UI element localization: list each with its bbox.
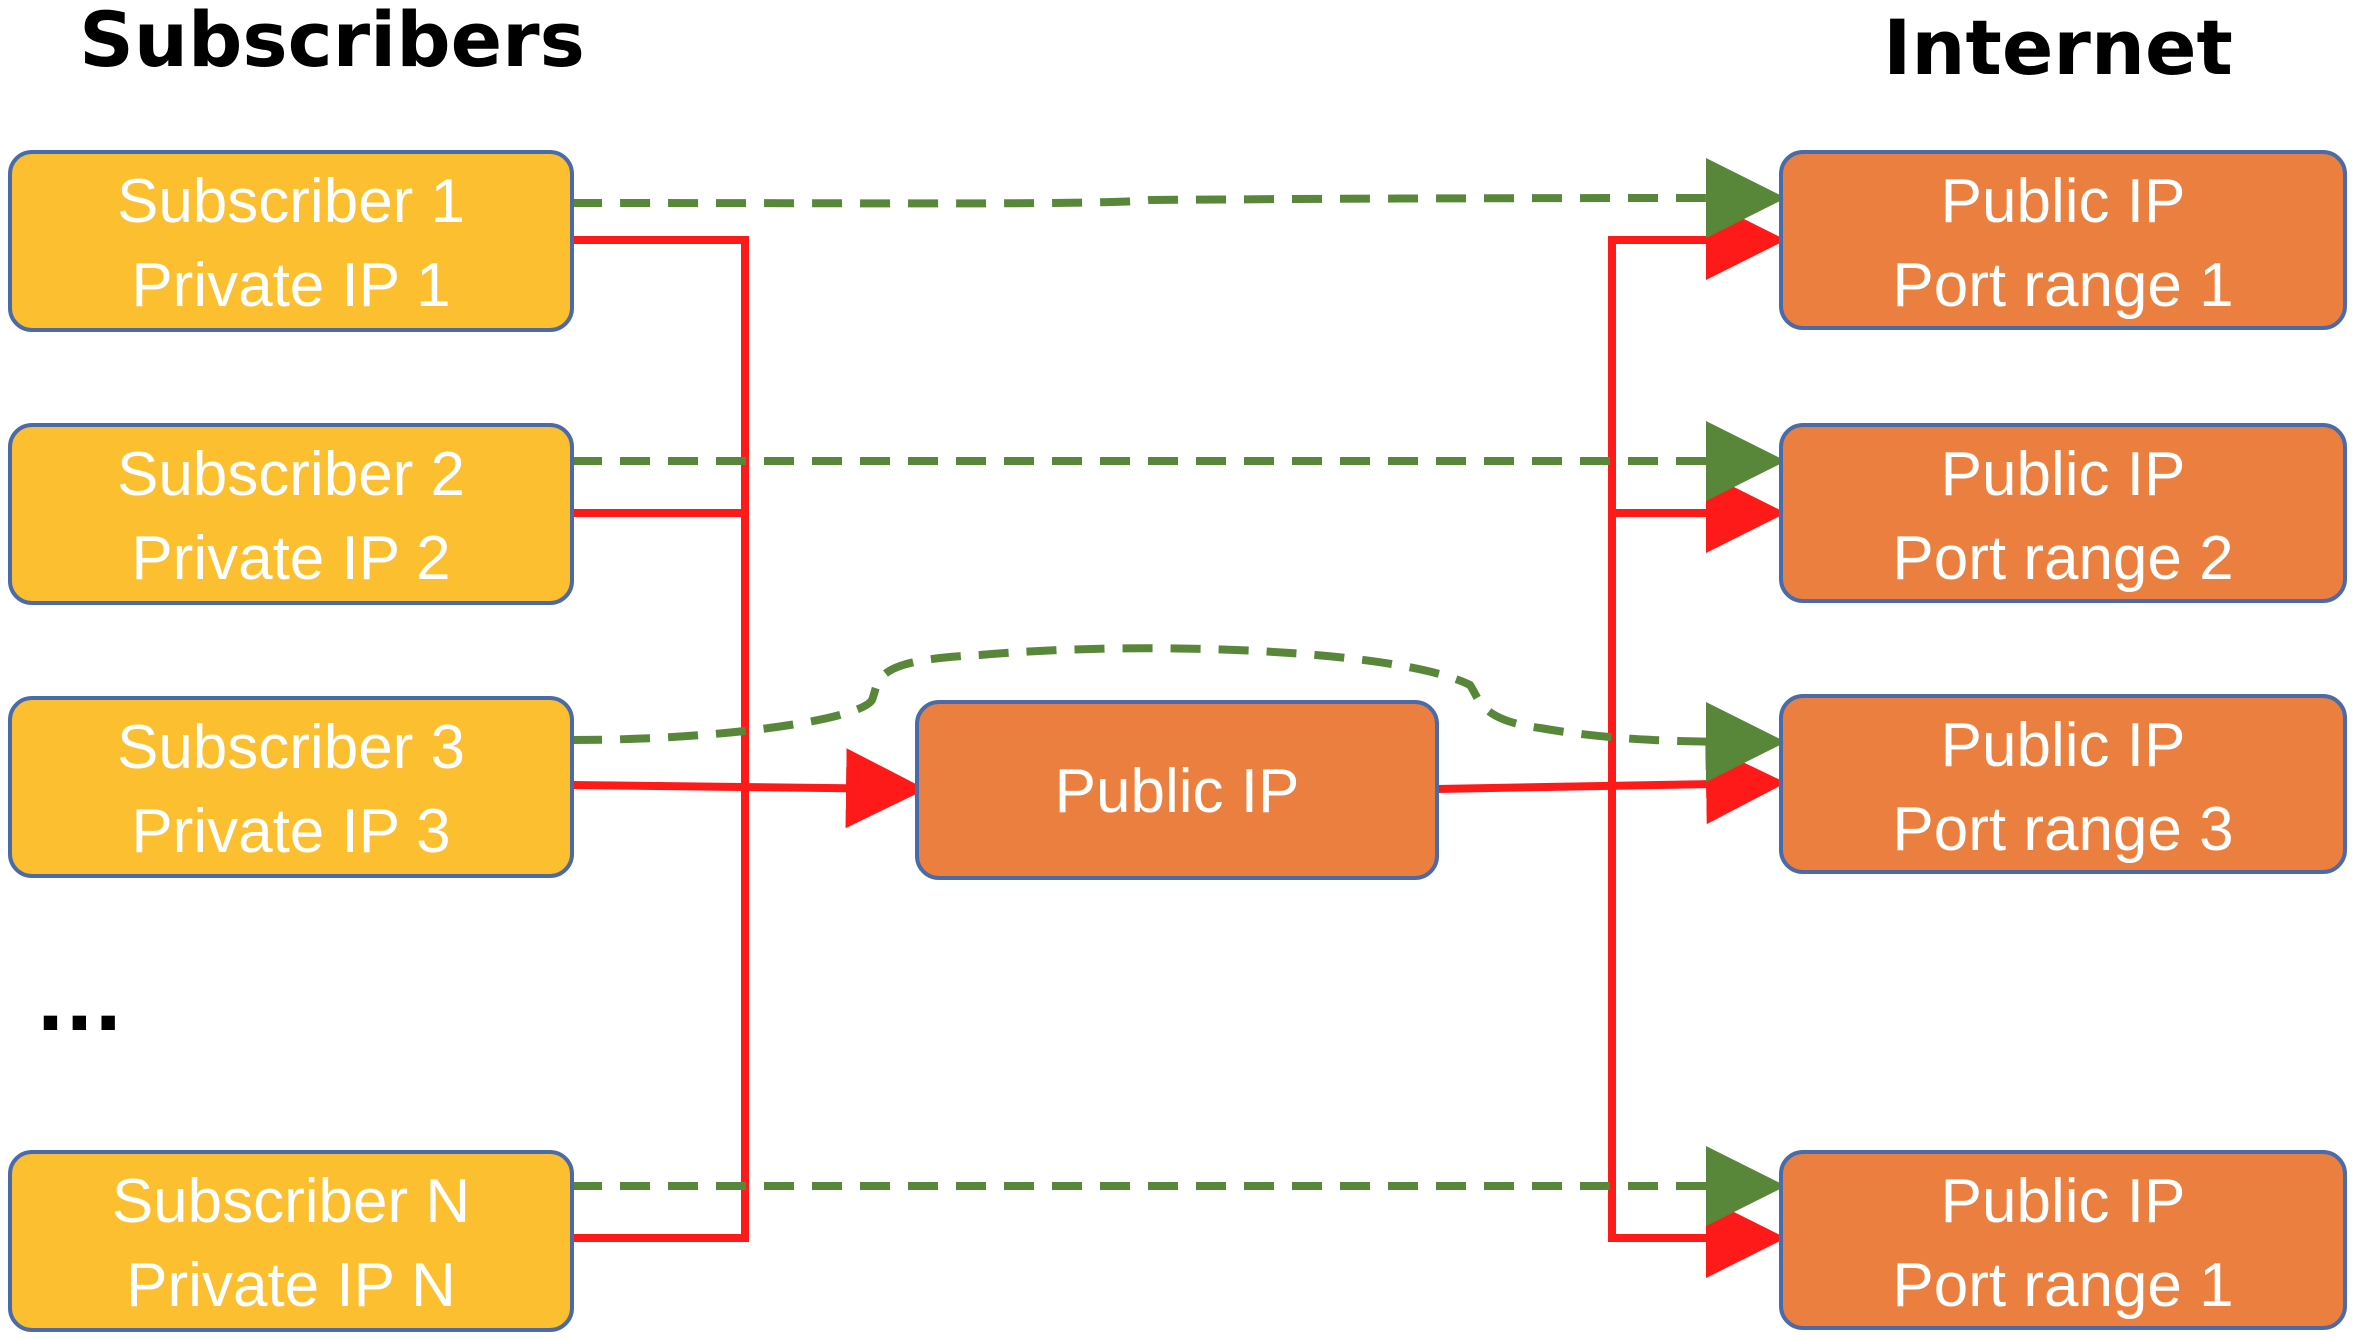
internet-box-1: Public IP Port range 1 bbox=[1779, 150, 2347, 330]
subscriber-private-ip: Private IP N bbox=[126, 1251, 456, 1320]
subscriber-name: Subscriber N bbox=[112, 1167, 470, 1236]
port-range-label: Port range 3 bbox=[1892, 795, 2233, 864]
center-public-ip-label: Public IP bbox=[1055, 757, 1300, 826]
public-ip-label: Public IP bbox=[1941, 1167, 2186, 1236]
solid-link-port-range-3 bbox=[1436, 744, 1786, 825]
port-range-label: Port range 1 bbox=[1892, 251, 2233, 320]
solid-links bbox=[571, 200, 1786, 1278]
subscriber-name: Subscriber 1 bbox=[117, 167, 465, 236]
internet-heading: Internet bbox=[1883, 3, 2233, 92]
dashed-link-1 bbox=[571, 158, 1786, 239]
public-ip-label: Public IP bbox=[1941, 167, 2186, 236]
internet-box-3: Public IP Port range 3 bbox=[1779, 694, 2347, 874]
internet-box-2: Public IP Port range 2 bbox=[1779, 423, 2347, 603]
subscriber-private-ip: Private IP 2 bbox=[131, 524, 450, 593]
port-range-label: Port range 2 bbox=[1892, 524, 2233, 593]
public-ip-label: Public IP bbox=[1941, 711, 2186, 780]
more-subscribers-ellipsis: ... bbox=[36, 959, 123, 1048]
public-ip-label: Public IP bbox=[1941, 440, 2186, 509]
subscriber-box-3: Subscriber 3 Private IP 3 bbox=[8, 696, 574, 878]
internet-box-4: Public IP Port range 1 bbox=[1779, 1150, 2347, 1330]
center-public-ip-box: Public IP bbox=[915, 700, 1439, 880]
port-range-label: Port range 1 bbox=[1892, 1251, 2233, 1320]
subscribers-heading: Subscribers bbox=[79, 0, 585, 84]
subscriber-box-n: Subscriber N Private IP N bbox=[8, 1150, 574, 1332]
subscriber-private-ip: Private IP 1 bbox=[131, 251, 450, 320]
subscriber-box-2: Subscriber 2 Private IP 2 bbox=[8, 423, 574, 605]
subscriber-box-1: Subscriber 1 Private IP 1 bbox=[8, 150, 574, 332]
dashed-links bbox=[571, 158, 1786, 1226]
subscriber-name: Subscriber 2 bbox=[117, 440, 465, 509]
subscriber-private-ip: Private IP 3 bbox=[131, 797, 450, 866]
solid-link-subscriber-3 bbox=[571, 748, 926, 829]
solid-link-subscriber-1 bbox=[572, 236, 749, 1242]
subscriber-name: Subscriber 3 bbox=[117, 713, 465, 782]
